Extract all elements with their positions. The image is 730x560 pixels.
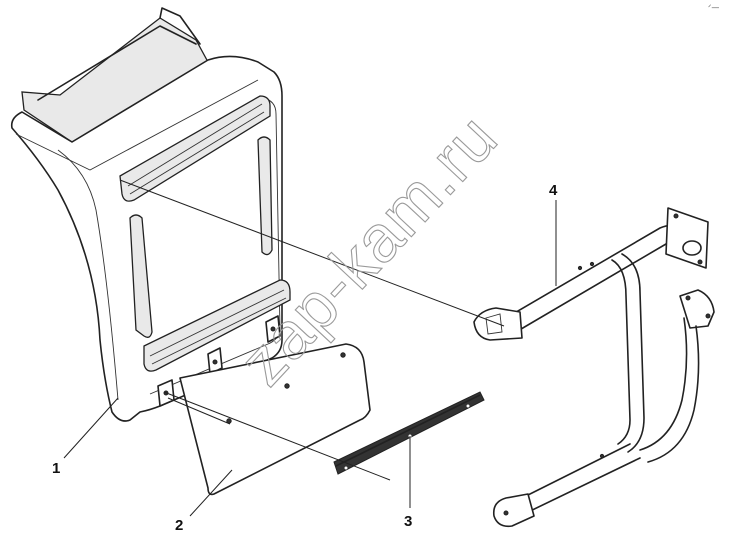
- callout-label-3: 3: [404, 513, 412, 530]
- callout-label-1: 1: [52, 460, 60, 477]
- part-4-tubular-bracket: [473, 207, 715, 528]
- part-3-clamp-strip: [333, 391, 485, 475]
- part-1-fender-panel: [10, 7, 291, 422]
- mounting-brackets: [157, 315, 281, 407]
- callout-3: 3: [404, 436, 412, 530]
- callout-2: 2: [175, 469, 233, 534]
- callout-label-2: 2: [175, 517, 183, 534]
- callout-label-4: 4: [549, 182, 558, 199]
- corner-mark: ᐟ—: [708, 3, 719, 12]
- callout-1: 1: [52, 397, 119, 477]
- assembly-lines: [119, 179, 505, 481]
- callout-4: 4: [549, 182, 558, 286]
